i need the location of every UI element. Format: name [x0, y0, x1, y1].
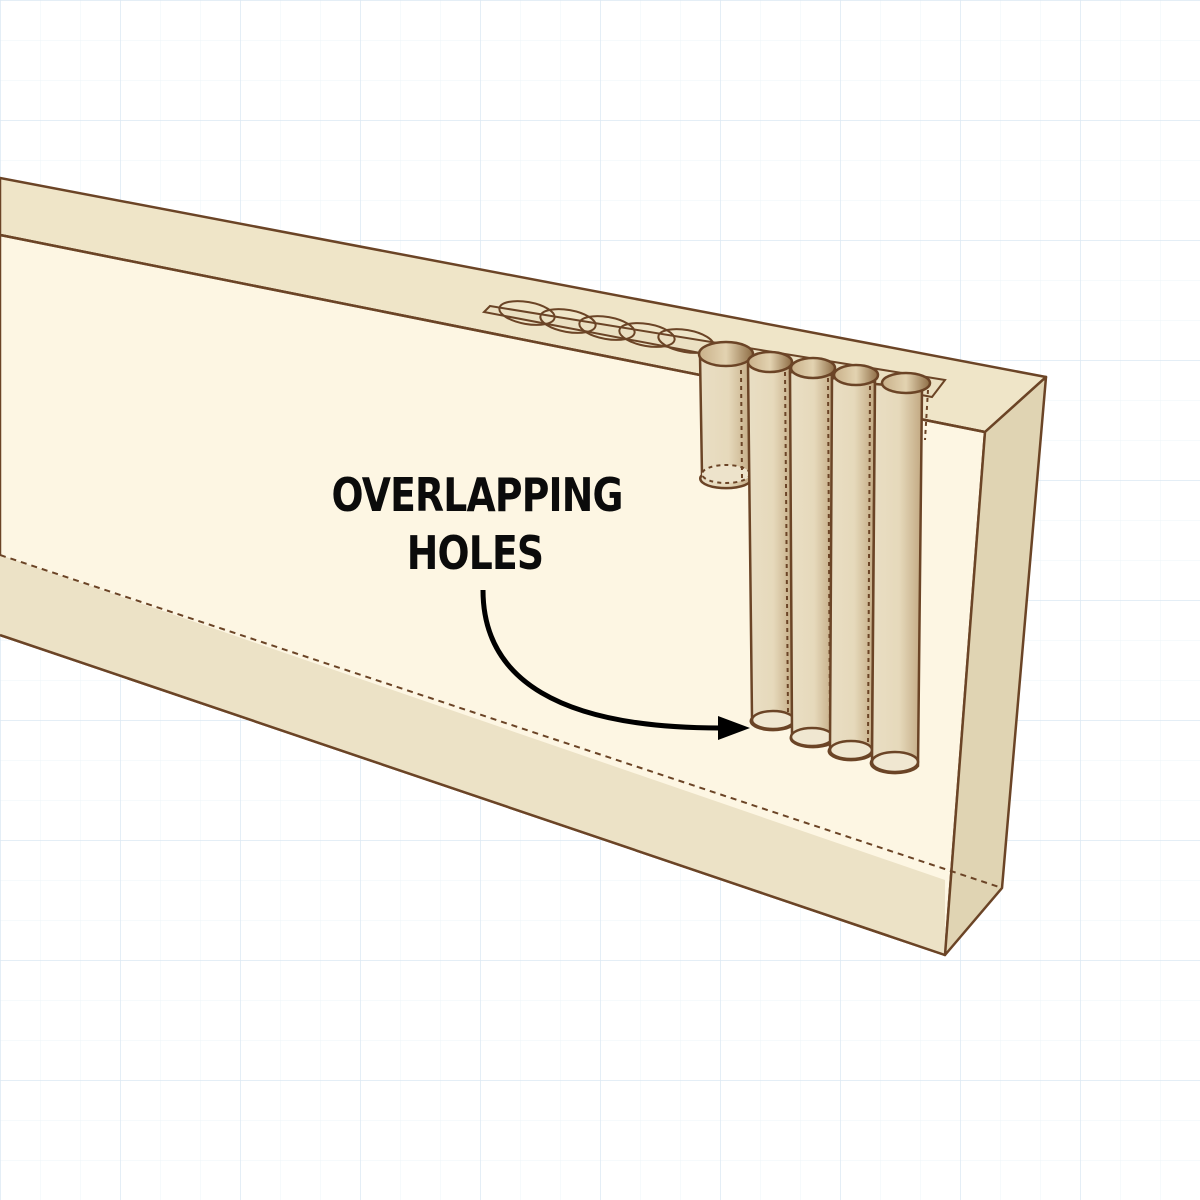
board-end-face — [943, 375, 1048, 957]
hole-long-1 — [746, 350, 796, 732]
arrow-head-icon — [718, 716, 750, 740]
hole-long-4 — [869, 371, 932, 775]
callout-line-2: HOLES — [406, 526, 544, 580]
hole-long-3 — [827, 363, 880, 762]
drilled-holes — [697, 340, 932, 775]
board-lower-band — [0, 555, 945, 955]
callout-label: OVERLAPPING HOLES — [331, 466, 624, 582]
hole-long-2 — [788, 356, 837, 749]
callout-arrow — [480, 589, 750, 740]
callout-line-1: OVERLAPPING — [331, 468, 624, 522]
hole-short — [697, 340, 755, 490]
